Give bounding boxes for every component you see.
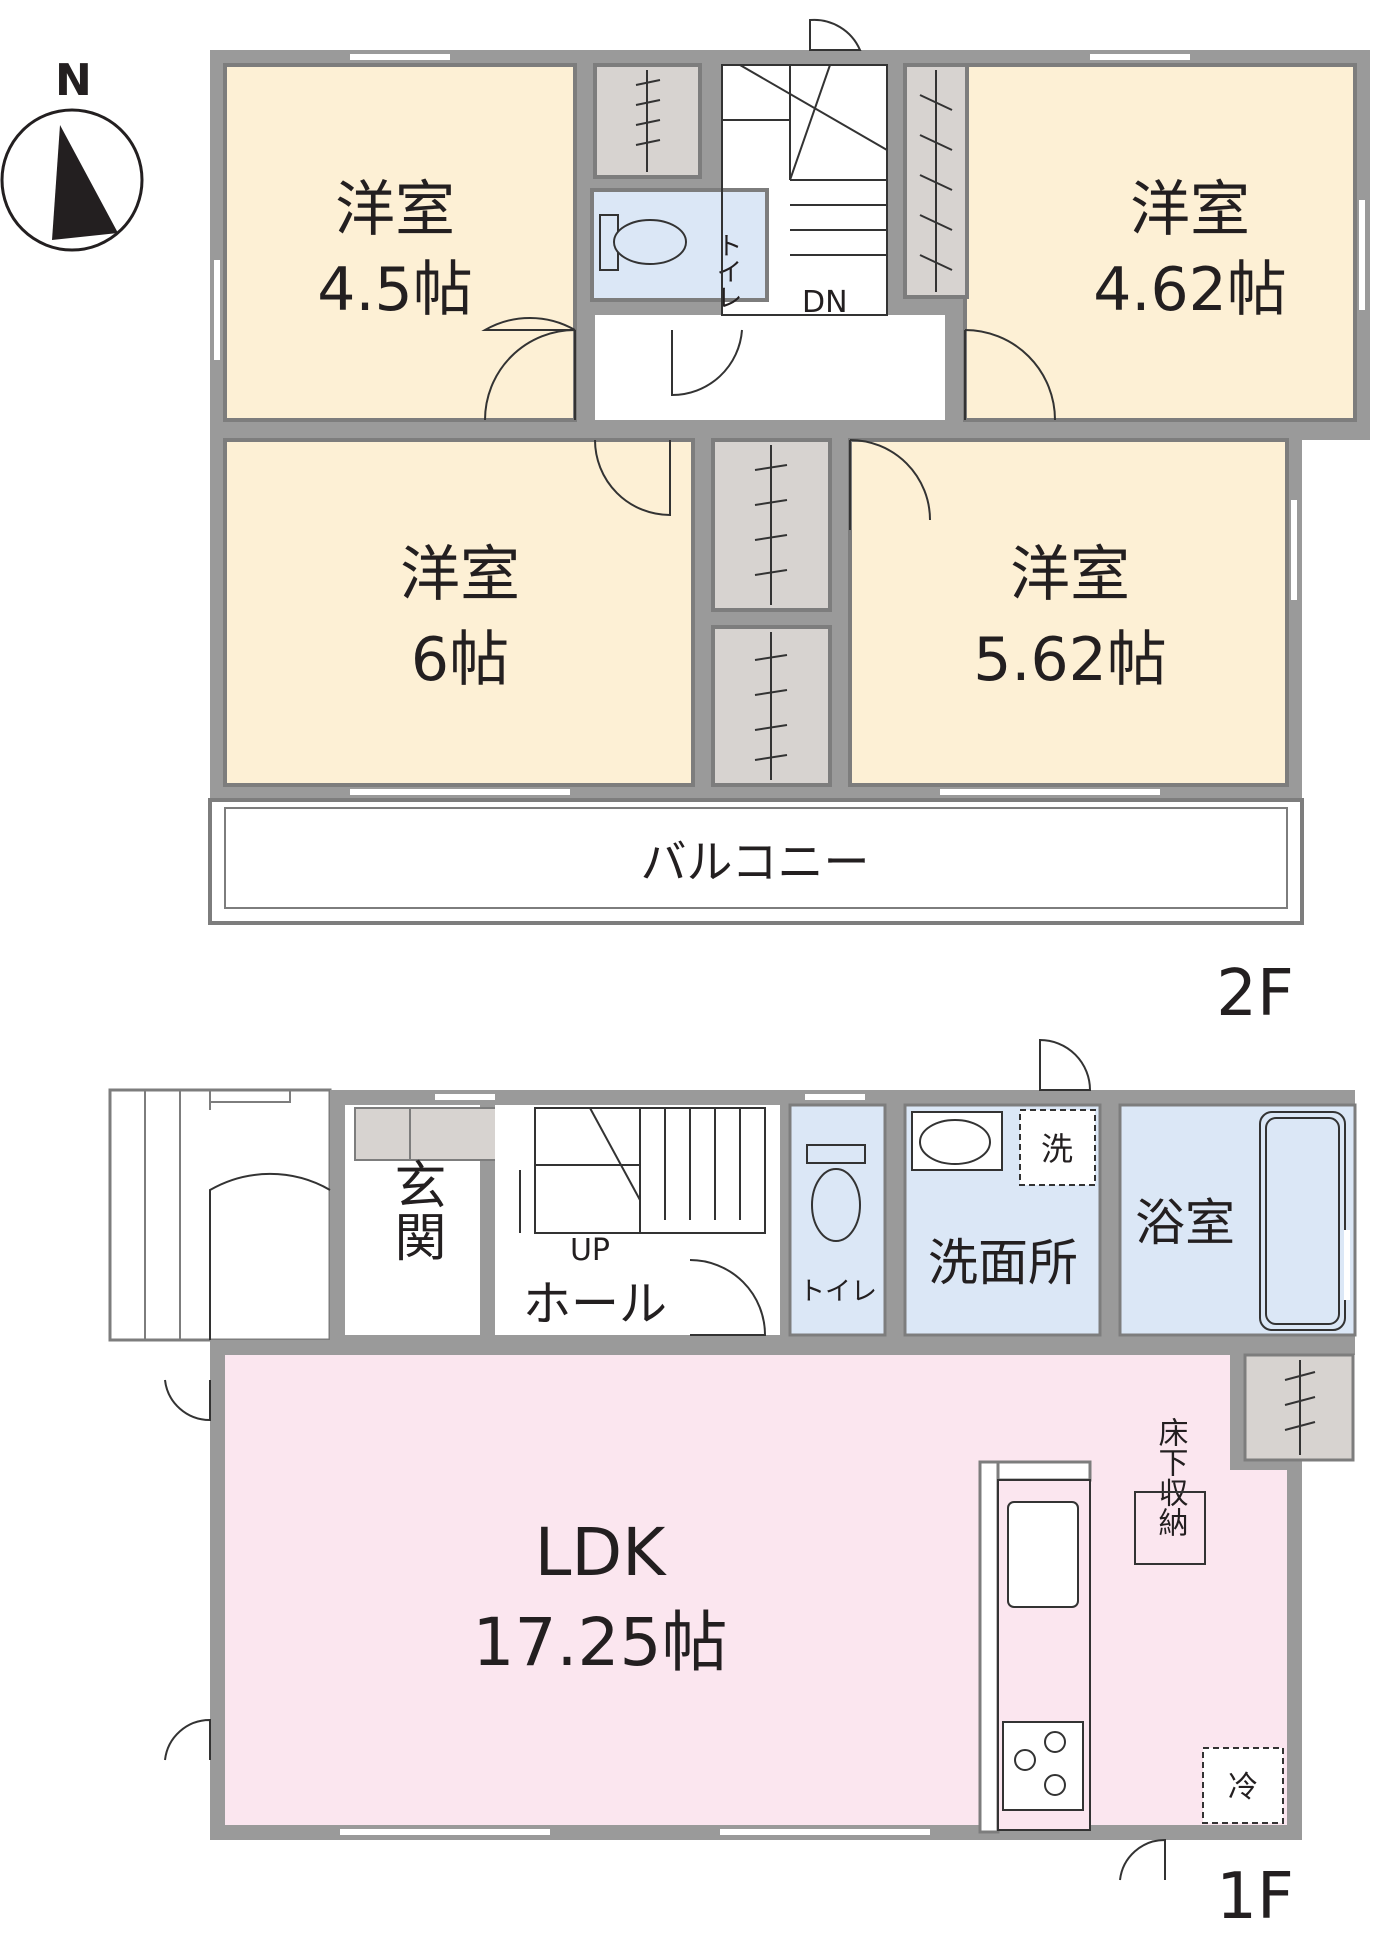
toilet-fixture-icon <box>806 1144 866 1242</box>
floor1-windows <box>340 1094 1350 1835</box>
underfloor-storage: 床下収納 <box>1134 1417 1206 1565</box>
compass-icon: N <box>0 55 144 252</box>
entrance-label: 玄関 <box>385 1158 445 1262</box>
porch <box>108 1088 332 1342</box>
floor-2f: トイレ <box>208 18 1370 1031</box>
closet-hatching <box>635 70 953 780</box>
kitchen-sink-icon <box>1007 1501 1079 1608</box>
washer-space <box>1019 1109 1096 1186</box>
nw-bedroom-size: 4.5帖 <box>317 255 472 325</box>
compass-north-label: N <box>55 55 92 106</box>
underfloor-storage-label: 床下収納 <box>1153 1417 1189 1537</box>
bathtub-icon <box>1259 1111 1346 1331</box>
balcony <box>208 798 1304 925</box>
floor2-toilet-label: トイレ <box>712 232 742 310</box>
floor2-hallway <box>595 315 945 420</box>
toilet-fixture-icon <box>599 214 687 271</box>
floor2-stairs <box>721 64 888 316</box>
floor1-stair-label: UP <box>570 1233 610 1268</box>
ldk-size: 17.25帖 <box>473 1604 728 1681</box>
hall-label: ホール <box>523 1276 667 1332</box>
sw-bedroom-name: 洋室 <box>400 540 520 610</box>
floor1-toilet-label: トイレ <box>799 1277 877 1307</box>
kitchen-counter <box>978 1460 1092 1834</box>
floor-1f: UP トイレ 洗 <box>108 1038 1357 1934</box>
room-ldk <box>225 1355 1287 1825</box>
se-bedroom-name: 洋室 <box>1010 540 1130 610</box>
fridge-space <box>1202 1747 1284 1824</box>
floor1-doors <box>164 1038 1166 1881</box>
floor2-stair-label: DN <box>802 285 848 320</box>
room-nw-bedroom <box>223 63 577 422</box>
ldk-name: LDK <box>535 1514 668 1591</box>
balcony-label: バルコニー <box>640 835 869 889</box>
fridge-label: 冷 <box>1228 1770 1258 1805</box>
room-se-bedroom <box>848 438 1289 787</box>
se-bedroom-size: 5.62帖 <box>973 625 1167 695</box>
shoe-cabinet <box>354 1107 516 1161</box>
bathroom-label: 浴室 <box>1135 1194 1235 1252</box>
room-sw-bedroom <box>223 438 695 787</box>
sink-icon <box>911 1111 1003 1171</box>
sw-bedroom-size: 6帖 <box>411 625 509 695</box>
washer-label: 洗 <box>1041 1130 1073 1168</box>
nw-bedroom-name: 洋室 <box>335 175 455 245</box>
washroom-label: 洗面所 <box>928 1234 1078 1292</box>
floor2-windows <box>214 54 1365 795</box>
ne-bedroom-size: 4.62帖 <box>1093 255 1287 325</box>
floor2-doors <box>481 18 1056 530</box>
floor1-stairs <box>519 1107 766 1234</box>
floor1-label: 1F <box>1216 1860 1294 1934</box>
room-hall <box>495 1105 780 1335</box>
floor2-label: 2F <box>1216 957 1294 1031</box>
ne-bedroom-name: 洋室 <box>1130 175 1250 245</box>
stove-icon <box>1002 1721 1084 1811</box>
